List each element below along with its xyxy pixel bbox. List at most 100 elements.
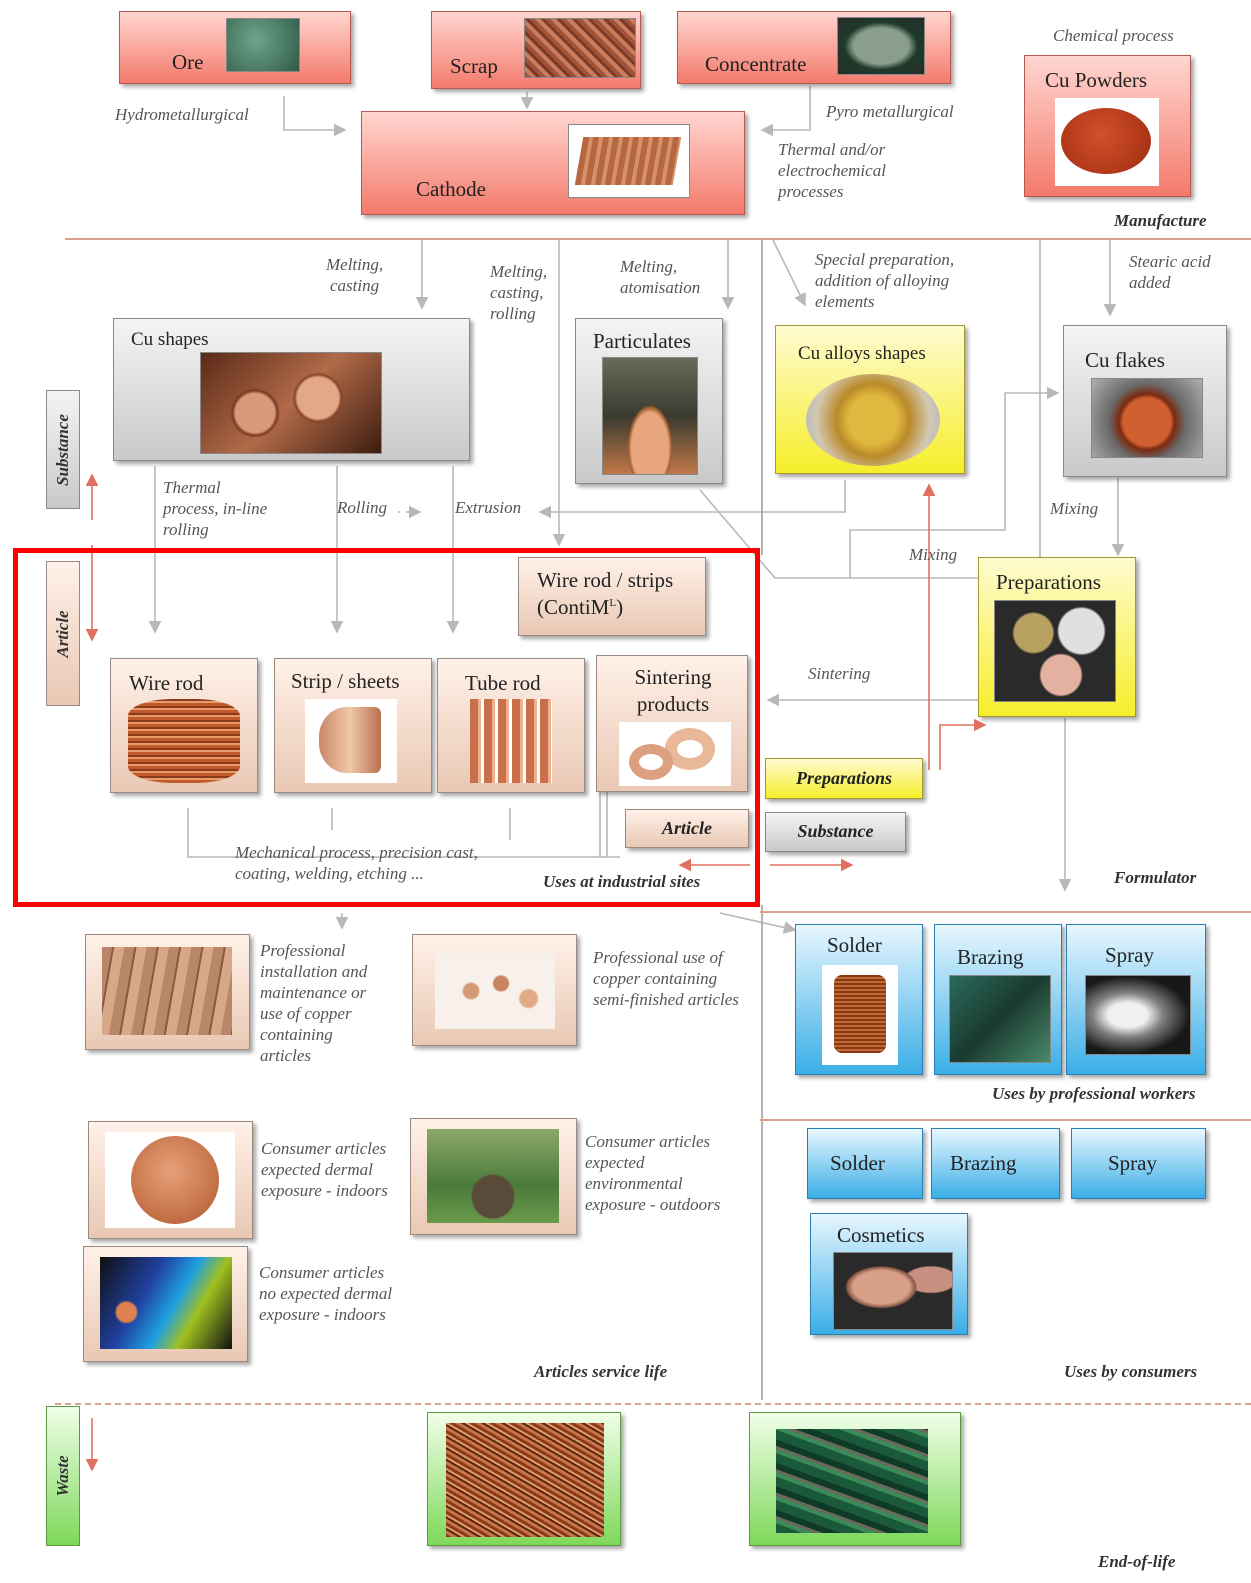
- formulator-section-label: Formulator: [1114, 868, 1197, 887]
- consumer-brazing-box: Brazing: [931, 1128, 1060, 1199]
- special-preparation-label: Special preparation, addition of alloyin…: [815, 250, 955, 311]
- preparations-photo: [994, 600, 1116, 702]
- scrap-photo: [524, 18, 636, 78]
- cosmetics-label: Cosmetics: [837, 1223, 925, 1247]
- coin-photo: [105, 1132, 235, 1228]
- concentrate-label: Concentrate: [705, 52, 807, 76]
- pro-brazing-label: Brazing: [957, 945, 1024, 969]
- wire-rod-box: Wire rod: [110, 658, 258, 793]
- melting-casting-label: Melting, casting: [326, 255, 384, 295]
- pyro-metallurgical-label: Pyro metallurgical: [826, 102, 954, 121]
- mixing-label-center: Mixing: [909, 545, 958, 564]
- thermal-inline-rolling-label: Thermal process, in-line rolling: [163, 478, 268, 539]
- pro-spray-box: Spray: [1066, 924, 1206, 1075]
- wire-rod-photo: [128, 699, 240, 783]
- ore-box: Ore: [119, 11, 351, 84]
- cosmetics-box: Cosmetics: [810, 1213, 968, 1335]
- waste-tab-label: Waste: [53, 1455, 72, 1497]
- professional-installation-label: Professional installation and maintenanc…: [260, 941, 368, 1065]
- fittings-photo: [435, 953, 555, 1029]
- tube-rod-box: Tube rod: [437, 658, 585, 793]
- scrap-box: Scrap: [431, 11, 641, 89]
- consumer-dermal-indoors-label: Consumer articles expected dermal exposu…: [261, 1139, 388, 1200]
- consumer-spray-label: Spray: [1108, 1151, 1157, 1175]
- electronic-waste-image: [749, 1412, 961, 1546]
- pro-brazing-box: Brazing: [934, 924, 1062, 1075]
- cu-flakes-box: Cu flakes: [1063, 325, 1227, 477]
- divider-formulator: [760, 911, 1251, 913]
- consumer-spray-box: Spray: [1071, 1128, 1206, 1199]
- professional-semi-finished-label: Professional use of copper containing se…: [593, 948, 739, 1009]
- copper-scrap-image: [427, 1412, 621, 1546]
- strip-sheets-box: Strip / sheets: [274, 658, 432, 793]
- professional-section-label: Uses by professional workers: [992, 1084, 1196, 1103]
- pro-spray-label: Spray: [1105, 943, 1154, 967]
- tube-rod-label: Tube rod: [465, 671, 541, 695]
- extrusion-label: Extrusion: [455, 498, 522, 517]
- cathode-photo: [568, 124, 690, 198]
- pro-solder-label: Solder: [827, 933, 882, 957]
- cu-flakes-label: Cu flakes: [1085, 348, 1165, 372]
- wire-rod-strips-label: Wire rod / strips: [537, 568, 674, 592]
- cathode-box: Cathode: [361, 111, 745, 215]
- manufacture-section-label: Manufacture: [1114, 211, 1207, 230]
- particulates-label: Particulates: [593, 329, 691, 353]
- divider-end-of-life: [55, 1403, 1251, 1405]
- particulates-box: Particulates: [575, 318, 723, 484]
- chemical-process-label: Chemical process: [1053, 26, 1174, 45]
- sculpture-photo: [427, 1129, 559, 1223]
- thermal-electrochemical-label: Thermal and/or electrochemical processes: [778, 140, 886, 201]
- cu-shapes-label: Cu shapes: [131, 329, 209, 350]
- concentrate-box: Concentrate: [677, 11, 951, 84]
- sintering-label: Sintering: [808, 664, 871, 683]
- wire-rod-label: Wire rod: [129, 671, 204, 695]
- pro-solder-photo: [822, 965, 898, 1065]
- articles-service-life-section-label: Articles service life: [534, 1362, 668, 1381]
- melting-atomisation-label: Melting, atomisation: [620, 257, 701, 297]
- cu-powders-box: Cu Powders: [1024, 55, 1191, 197]
- cu-alloys-shapes-photo: [806, 374, 940, 466]
- cu-alloys-shapes-box: Cu alloys shapes: [775, 325, 965, 474]
- cosmetics-photo: [833, 1252, 953, 1330]
- professional-fittings-image: [412, 934, 577, 1046]
- preparations-box: Preparations: [978, 557, 1136, 717]
- sculpture-image: [410, 1118, 577, 1235]
- cu-flakes-photo: [1091, 378, 1203, 458]
- industrial-highlight-frame: [13, 548, 760, 907]
- preparations-tag: Preparations: [765, 758, 923, 799]
- sintering-products-photo: [619, 722, 731, 786]
- preparations-label: Preparations: [996, 570, 1101, 594]
- rolling-label: Rolling: [337, 498, 388, 517]
- consumer-solder-box: Solder: [807, 1128, 923, 1199]
- cables-photo: [100, 1257, 232, 1349]
- substance-tag: Substance: [765, 812, 906, 852]
- mixing-label-right: Mixing: [1050, 499, 1099, 518]
- hydrometallurgical-label: Hydrometallurgical: [115, 105, 249, 124]
- stearic-acid-label: Stearic acid added: [1129, 252, 1211, 292]
- article-tab: Article: [46, 561, 80, 706]
- roof-photo: [102, 947, 232, 1035]
- waste-tab: Waste: [46, 1406, 80, 1546]
- substance-tab-label: Substance: [53, 413, 72, 486]
- consumer-brazing-label: Brazing: [950, 1151, 1017, 1175]
- article-tag: Article: [625, 809, 749, 848]
- ore-photo: [226, 18, 300, 72]
- cu-alloys-shapes-label: Cu alloys shapes: [798, 343, 926, 364]
- cu-powders-label: Cu Powders: [1045, 68, 1148, 92]
- wire-rod-strips-box: Wire rod / strips (ContiML): [518, 557, 706, 636]
- tube-rod-photo: [470, 699, 552, 783]
- uses-industrial-section-label: Uses at industrial sites: [543, 872, 701, 891]
- divider-professional: [760, 1119, 1251, 1121]
- copper-scrap-photo: [446, 1423, 604, 1537]
- uses-by-consumers-section-label: Uses by consumers: [1064, 1362, 1198, 1381]
- cathode-label: Cathode: [416, 177, 486, 201]
- contim-label: (ContiML): [537, 595, 624, 619]
- end-of-life-section-label: End-of-life: [1098, 1552, 1176, 1571]
- consumer-no-dermal-label: Consumer articles no expected dermal exp…: [259, 1263, 393, 1324]
- sintering-products-box: Sintering products: [596, 655, 748, 792]
- professional-roof-image: [85, 934, 250, 1050]
- cu-powders-photo: [1055, 98, 1159, 186]
- scrap-label: Scrap: [450, 54, 498, 78]
- consumer-environmental-outdoors-label: Consumer articles expected environmental…: [585, 1132, 721, 1214]
- pro-solder-box: Solder: [795, 924, 923, 1075]
